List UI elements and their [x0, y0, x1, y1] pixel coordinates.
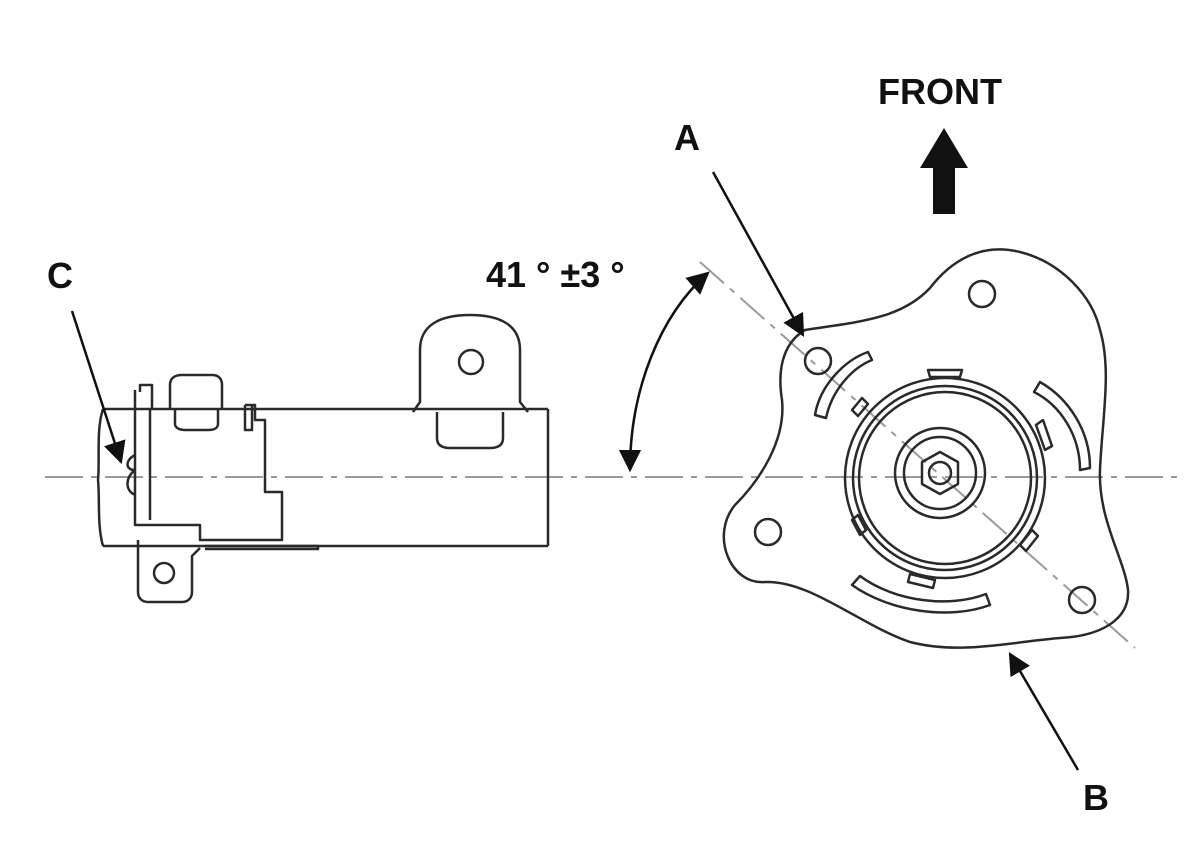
diagonal-centerline: [699, 261, 1136, 649]
bracket-bolt-hole: [457, 348, 485, 376]
mount-hub: [893, 426, 987, 520]
center-bolt: [927, 460, 953, 486]
mount-bolt-hole-left: [753, 517, 783, 547]
strut-mount: [722, 248, 1130, 649]
mount-bolt-hole-a: [803, 346, 833, 376]
callout-b: B: [1083, 777, 1109, 818]
callout-c: C: [47, 255, 73, 296]
angle-label: 41 ° ±3 °: [486, 254, 625, 295]
leader-c: [70, 310, 126, 465]
strut-body: [96, 313, 550, 604]
center-nut: [920, 450, 960, 496]
angle-dimension-arc: [618, 271, 710, 473]
lower-ear-hole: [152, 561, 176, 585]
leader-b: [1008, 652, 1080, 771]
leader-a: [711, 171, 805, 337]
mount-bolt-hole-bottom: [1067, 585, 1097, 615]
callout-a: A: [674, 117, 700, 158]
front-label: FRONT: [878, 71, 1002, 112]
mount-bolt-hole-top: [967, 279, 997, 309]
front-arrow: [920, 128, 968, 214]
